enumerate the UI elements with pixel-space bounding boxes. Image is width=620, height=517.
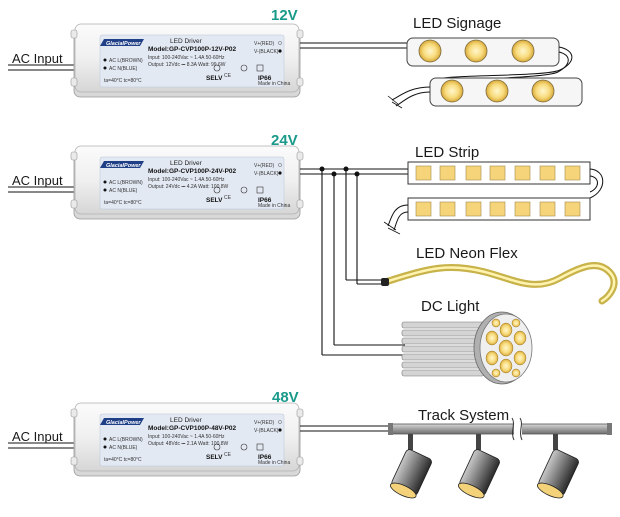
brand-logo: GlacialPower bbox=[100, 161, 144, 169]
led-strip-label: LED Strip bbox=[415, 144, 479, 161]
svg-text:CE: CE bbox=[224, 452, 232, 458]
driver-input-spec: Input: 100-240Vac ~ 1.4A 50-60Hz bbox=[148, 55, 225, 61]
vminus-label: V-(BLACK) bbox=[254, 428, 279, 434]
dc-wire-bus bbox=[300, 166, 412, 356]
svg-text:CE: CE bbox=[224, 195, 232, 201]
vplus-label: V+(RED) bbox=[254, 163, 274, 169]
ac-input-label: AC Input bbox=[12, 51, 63, 66]
track-spotlight bbox=[536, 434, 579, 499]
driver-title: LED Driver bbox=[170, 38, 203, 45]
driver-model: Model:GP-CVP100P-48V-P02 bbox=[148, 425, 237, 432]
made-in: Made in China bbox=[258, 203, 290, 209]
selv-mark: SELV bbox=[206, 454, 223, 461]
made-in: Made in China bbox=[258, 460, 290, 466]
certification-icons: CE bbox=[213, 186, 264, 201]
ac-n-label: AC N(BLUE) bbox=[109, 445, 138, 451]
led-signage-label: LED Signage bbox=[413, 15, 501, 32]
svg-text:GlacialPower: GlacialPower bbox=[106, 420, 141, 426]
driver-input-spec: Input: 100-240Vac ~ 1.4A 50-60Hz bbox=[148, 434, 225, 440]
driver-output-spec: Output: 12Vdc ⎓ 8.3A Watt: 99.6W bbox=[148, 62, 226, 68]
temp-rating: ta=40°C tc=80°C bbox=[104, 457, 142, 463]
certification-icons: CE bbox=[213, 64, 264, 79]
dc-light-label: DC Light bbox=[421, 298, 480, 315]
ip-rating: IP66 bbox=[258, 75, 272, 82]
temp-rating: ta=40°C tc=80°C bbox=[104, 200, 142, 206]
vminus-label: V-(BLACK) bbox=[254, 171, 279, 177]
ac-l-label: AC L(BROWN) bbox=[109, 58, 143, 64]
driver-input-spec: Input: 100-240Vac ~ 1.4A 50-60Hz bbox=[148, 177, 225, 183]
vminus-label: V-(BLACK) bbox=[254, 49, 279, 55]
svg-text:GlacialPower: GlacialPower bbox=[106, 163, 141, 169]
row-24v: AC Input GlacialPower LED Driver Model:G… bbox=[8, 132, 618, 385]
ac-input-label: AC Input bbox=[12, 173, 63, 188]
track-spotlight bbox=[457, 434, 500, 499]
ac-l-label: AC L(BROWN) bbox=[109, 437, 143, 443]
vplus-label: V+(RED) bbox=[254, 420, 274, 426]
voltage-label-48v: 48V bbox=[272, 389, 299, 406]
dc-light bbox=[401, 311, 533, 385]
driver-title: LED Driver bbox=[170, 160, 203, 167]
track-system-label: Track System bbox=[418, 407, 509, 424]
temp-rating: ta=40°C tc=80°C bbox=[104, 78, 142, 84]
brand-logo: GlacialPower bbox=[100, 39, 144, 47]
vplus-label: V+(RED) bbox=[254, 41, 274, 47]
driver-model: Model:GP-CVP100P-24V-P02 bbox=[148, 168, 237, 175]
led-neon-flex bbox=[381, 262, 618, 305]
track-spotlight bbox=[389, 434, 432, 499]
led-strip bbox=[383, 161, 604, 235]
selv-mark: SELV bbox=[206, 197, 223, 204]
driver-title: LED Driver bbox=[170, 417, 203, 424]
ip-rating: IP66 bbox=[258, 197, 272, 204]
led-driver-12v: GlacialPower LED Driver Model:GP-CVP100P… bbox=[70, 23, 304, 98]
led-driver-24v: GlacialPower LED Driver Model:GP-CVP100P… bbox=[70, 145, 304, 220]
ac-n-label: AC N(BLUE) bbox=[109, 188, 138, 194]
row-12v: AC Input GlacialPower LED Driver Model:G… bbox=[8, 7, 583, 109]
row-48v: AC Input GlacialPower LED Driver Model:G… bbox=[8, 389, 612, 499]
driver-output-spec: Output: 24Vdc ⎓ 4.2A Watt: 100.8W bbox=[148, 184, 229, 190]
brand-logo: GlacialPower bbox=[100, 418, 144, 426]
voltage-label-12v: 12V bbox=[271, 7, 298, 24]
certification-icons: CE bbox=[213, 443, 264, 458]
ac-input-label: AC Input bbox=[12, 429, 63, 444]
track-system bbox=[388, 417, 612, 499]
ip-rating: IP66 bbox=[258, 454, 272, 461]
selv-mark: SELV bbox=[206, 75, 223, 82]
driver-output-spec: Output: 48Vdc ⎓ 2.1A Watt: 100.8W bbox=[148, 441, 229, 447]
led-neon-flex-label: LED Neon Flex bbox=[416, 245, 518, 262]
made-in: Made in China bbox=[258, 81, 290, 87]
led-driver-48v: GlacialPower LED Driver Model:GP-CVP100P… bbox=[70, 402, 304, 477]
led-signage-module bbox=[387, 37, 583, 109]
svg-text:GlacialPower: GlacialPower bbox=[106, 41, 141, 47]
svg-text:CE: CE bbox=[224, 73, 232, 79]
driver-model: Model:GP-CVP100P-12V-P02 bbox=[148, 46, 237, 53]
ac-n-label: AC N(BLUE) bbox=[109, 66, 138, 72]
ac-l-label: AC L(BROWN) bbox=[109, 180, 143, 186]
voltage-label-24v: 24V bbox=[271, 132, 298, 149]
